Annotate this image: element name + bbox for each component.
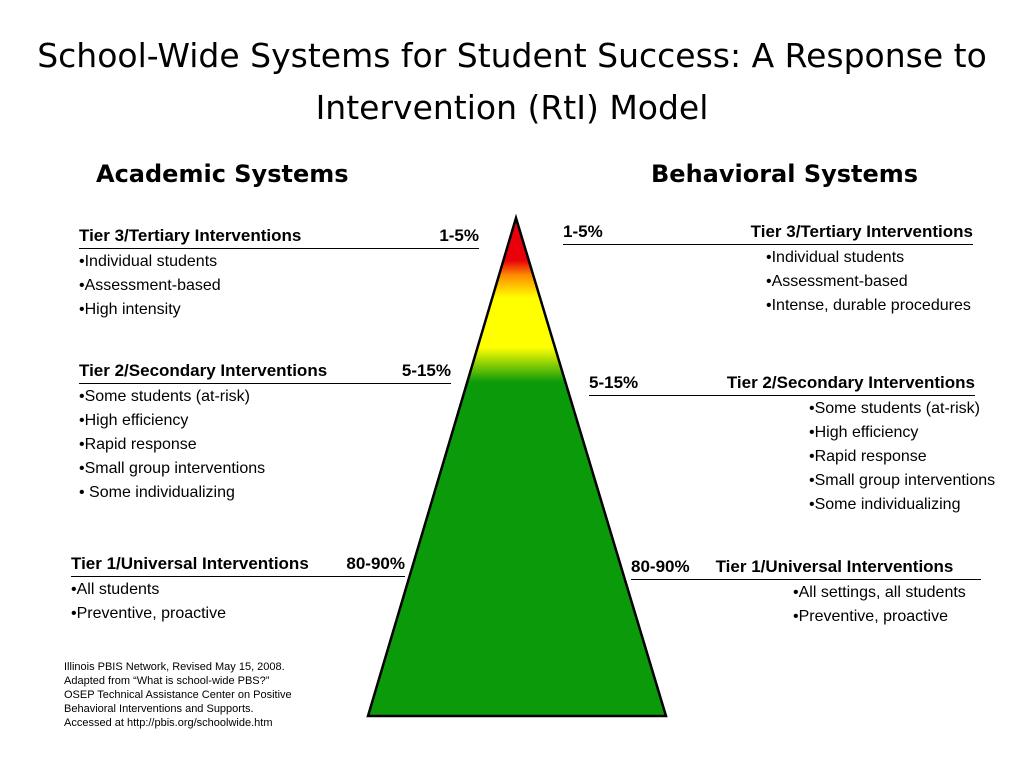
behavioral-systems-heading: Behavioral Systems xyxy=(651,160,919,188)
list-item: •Rapid response xyxy=(809,448,927,465)
academic-tier2-heading: Tier 2/Secondary Interventions 5-15% xyxy=(79,360,451,384)
behavioral-tier3: 1-5% Tier 3/Tertiary Interventions •Indi… xyxy=(563,221,973,318)
academic-tier1-name: Tier 1/Universal Interventions xyxy=(71,554,309,573)
citation-line: Behavioral Interventions and Supports. xyxy=(64,703,254,715)
pyramid-triangle xyxy=(366,213,668,718)
behavioral-tier1: 80-90% Tier 1/Universal Interventions •A… xyxy=(631,556,981,629)
academic-tier3-pct: 1-5% xyxy=(439,226,479,245)
behavioral-tier2-heading: 5-15% Tier 2/Secondary Interventions xyxy=(589,372,975,396)
behavioral-tier3-heading: 1-5% Tier 3/Tertiary Interventions xyxy=(563,221,973,245)
list-item: •Assessment-based xyxy=(766,273,908,290)
list-item: •High efficiency xyxy=(809,424,919,441)
behavioral-tier1-pct: 80-90% xyxy=(631,557,690,576)
behavioral-tier2-name: Tier 2/Secondary Interventions xyxy=(726,373,975,392)
academic-tier2-pct: 5-15% xyxy=(401,361,451,380)
behavioral-tier3-name: Tier 3/Tertiary Interventions xyxy=(750,222,973,241)
academic-tier1-pct: 80-90% xyxy=(346,554,405,573)
list-item: •All settings, all students xyxy=(793,584,966,601)
academic-tier2: Tier 2/Secondary Interventions 5-15% •So… xyxy=(79,360,451,505)
behavioral-tier3-pct: 1-5% xyxy=(563,222,603,241)
academic-tier3: Tier 3/Tertiary Interventions 1-5% •Indi… xyxy=(79,225,479,322)
list-item: •Individual students xyxy=(79,253,218,270)
list-item: •All students xyxy=(71,581,160,598)
academic-tier3-name: Tier 3/Tertiary Interventions xyxy=(79,226,302,245)
list-item: • Some individualizing xyxy=(79,484,235,501)
behavioral-tier2: 5-15% Tier 2/Secondary Interventions •So… xyxy=(589,372,996,517)
citation-line: Adapted from “What is school-wide PBS?” xyxy=(64,675,270,687)
list-item: •High efficiency xyxy=(79,412,189,429)
academic-systems-heading: Academic Systems xyxy=(96,160,349,188)
behavioral-tier1-heading: 80-90% Tier 1/Universal Interventions xyxy=(631,556,981,580)
list-item: •Some students (at-risk) xyxy=(79,388,250,405)
list-item: •Small group interventions xyxy=(809,472,996,489)
academic-tier1: Tier 1/Universal Interventions 80-90% •A… xyxy=(71,553,405,626)
page-title: School-Wide Systems for Student Success:… xyxy=(37,36,987,127)
academic-tier3-heading: Tier 3/Tertiary Interventions 1-5% xyxy=(79,225,479,249)
list-item: •Preventive, proactive xyxy=(793,608,949,625)
citation-line: Illinois PBIS Network, Revised May 15, 2… xyxy=(64,661,285,673)
citation: Illinois PBIS Network, Revised May 15, 2… xyxy=(64,660,334,730)
behavioral-tier2-pct: 5-15% xyxy=(589,373,639,392)
list-item: •Assessment-based xyxy=(79,277,221,294)
list-item: •Individual students xyxy=(766,249,905,266)
list-item: •High intensity xyxy=(79,301,181,318)
list-item: •Preventive, proactive xyxy=(71,605,227,622)
list-item: •Rapid response xyxy=(79,436,197,453)
list-item: •Intense, durable procedures xyxy=(766,297,971,314)
list-item: •Some students (at-risk) xyxy=(809,400,980,417)
list-item: •Small group interventions xyxy=(79,460,266,477)
list-item: •Some individualizing xyxy=(809,496,961,513)
academic-tier1-heading: Tier 1/Universal Interventions 80-90% xyxy=(71,553,405,577)
behavioral-tier1-name: Tier 1/Universal Interventions xyxy=(715,557,954,576)
academic-tier2-name: Tier 2/Secondary Interventions xyxy=(79,361,328,380)
citation-line: OSEP Technical Assistance Center on Posi… xyxy=(64,689,292,701)
citation-line: Accessed at http://pbis.org/schoolwide.h… xyxy=(64,717,273,729)
